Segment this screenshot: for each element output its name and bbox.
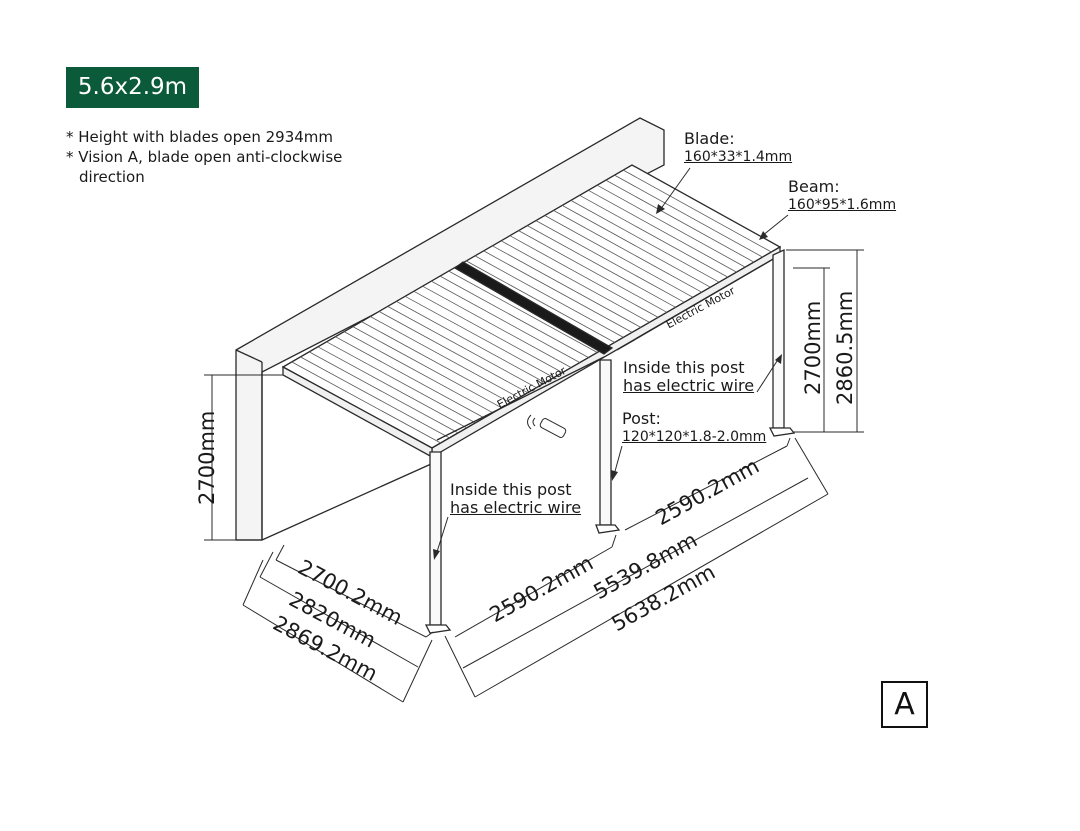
roof-blade <box>361 321 511 404</box>
dim-height-left: 2700mm <box>195 410 219 505</box>
blade-leader <box>659 167 691 211</box>
roof-blade <box>614 174 763 258</box>
roof-blade <box>483 250 633 333</box>
wire-leader-front <box>435 516 449 556</box>
roof-blade <box>422 285 572 368</box>
post-leader <box>613 445 623 476</box>
wire-note-right: Inside this post has electric wire <box>623 359 754 395</box>
roof-blade <box>492 245 641 328</box>
roof-blade <box>439 275 589 358</box>
roof-blade <box>553 210 702 293</box>
roof-blade <box>596 184 746 268</box>
beam-label: Beam: 160*95*1.6mm <box>788 178 896 214</box>
post-foot-front-mid <box>595 524 621 534</box>
wire-note-front: Inside this post has electric wire <box>450 481 581 517</box>
roof-blade <box>378 311 528 394</box>
post-spec: 120*120*1.8-2.0mm <box>622 429 767 445</box>
post-back-right <box>772 248 785 429</box>
wire-note-right-line1: Inside this post <box>623 358 745 377</box>
roof-blade <box>396 301 546 384</box>
roof-blade <box>326 341 476 424</box>
wire-leader-right <box>756 357 780 393</box>
roof-blade <box>562 205 711 288</box>
roof-blade <box>466 260 615 343</box>
roof-blade <box>309 351 459 434</box>
roof-blade <box>570 200 720 283</box>
wire-note-right-line2: has electric wire <box>623 376 755 395</box>
roof-blade <box>448 270 598 353</box>
roof-blade <box>387 306 537 389</box>
post-front-mid <box>599 359 612 526</box>
roof-blade <box>605 179 755 263</box>
post-foot-back-right <box>768 427 796 437</box>
remote-control-icon <box>527 414 567 438</box>
blade-label: Blade: 160*33*1.4mm <box>684 130 792 166</box>
roof-blade <box>579 194 728 278</box>
roof-blade <box>291 361 441 444</box>
beam-leader <box>761 214 789 237</box>
wire-note-front-line1: Inside this post <box>450 480 572 499</box>
roof-blade <box>500 240 650 323</box>
vision-label: A <box>881 681 928 728</box>
roof-blade <box>343 331 494 414</box>
blade-title: Blade: <box>684 129 735 148</box>
roof-blade <box>527 225 676 308</box>
roof-blade <box>352 326 502 409</box>
roof-blade <box>404 295 554 378</box>
note-height: * Height with blades open 2934mm <box>66 128 334 146</box>
post-foot-front-left <box>424 624 452 634</box>
roof-blade <box>370 316 520 399</box>
roof-blade <box>588 189 737 273</box>
roof-blade <box>413 290 563 373</box>
beam-spec: 160*95*1.6mm <box>788 197 897 213</box>
roof-blades <box>291 169 772 444</box>
roof-blade <box>317 346 467 429</box>
roof-blade <box>544 215 694 298</box>
roof-blade <box>518 230 668 313</box>
roof-blade <box>431 280 581 363</box>
dim-height-right-inner: 2700mm <box>801 300 825 395</box>
note-vision: * Vision A, blade open anti-clockwise di… <box>66 148 343 186</box>
post-title: Post: <box>622 409 661 428</box>
size-badge: 5.6x2.9m <box>66 67 199 108</box>
roof-blade <box>474 255 624 338</box>
roof-blade <box>335 336 485 419</box>
blade-spec: 160*33*1.4mm <box>684 149 793 165</box>
beam-title: Beam: <box>788 177 840 196</box>
post-label: Post: 120*120*1.8-2.0mm <box>622 410 766 446</box>
roof-blade <box>509 235 659 318</box>
notes: * Height with blades open 2934mm * Visio… <box>66 127 396 187</box>
wire-note-front-line2: has electric wire <box>450 498 582 517</box>
post-front-left <box>429 451 442 626</box>
roof-blade <box>535 220 685 303</box>
roof-blade <box>623 169 772 253</box>
roof-blade <box>300 356 450 439</box>
center-beam <box>453 261 614 355</box>
dim-height-right-outer: 2860.5mm <box>833 290 857 405</box>
